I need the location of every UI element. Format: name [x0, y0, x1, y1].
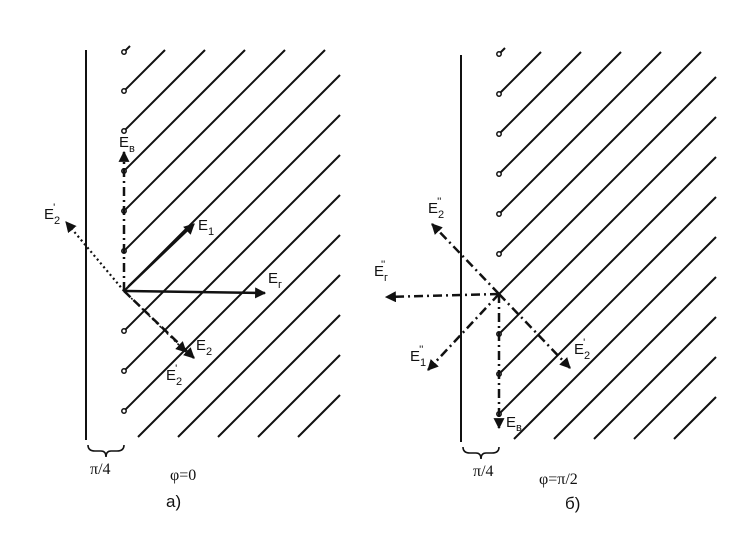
panel-a-caption: а): [166, 492, 181, 511]
panel-b: E2'' Eг'' E1'' E2' Eв π/4 φ=π/2 б): [374, 47, 717, 513]
panel-b-label-e-2-prime: E2': [574, 337, 590, 362]
panel-a-e-1-arrow: [123, 223, 195, 292]
panel-a-label-e-2-prime-upper: E2': [44, 202, 60, 227]
panel-b-label-e-g-dprime: Eг'': [374, 259, 388, 284]
panel-b-e-1-dprime-arrow: [427, 293, 500, 371]
panel-a-label-e-v: Eв: [119, 134, 135, 155]
panel-b-e-2-dprime-arrow: [431, 223, 500, 295]
panel-a-e-2-arrow: [123, 290, 195, 359]
panel-a-offset-brace: [87, 444, 125, 458]
panel-a-e-1-arrow-inner: [127, 229, 187, 287]
panel-b-caption: б): [565, 494, 580, 513]
panel-a-phase-label: φ=0: [170, 467, 196, 484]
panel-b-hatch-dots: [496, 51, 502, 417]
panel-b-label-e-1-dprime: E1'': [410, 344, 426, 369]
panel-a-label-e-1: E1: [198, 217, 214, 238]
panel-a-e-2-prime-upper-arrow: [65, 221, 125, 292]
panel-b-hatching: [498, 47, 717, 440]
panel-b-e-g-dprime-arrow: [384, 291, 500, 303]
panel-a-label-e-2-prime-lower: E2': [166, 363, 182, 388]
panel-b-e-2-prime-arrow: [498, 293, 571, 369]
panel-a: Eв E2' E1 Eг E2 E2' π/4 φ=0 а): [44, 45, 341, 511]
panel-a-label-e-g: Eг: [268, 270, 282, 291]
panel-b-label-e-v: Eв: [506, 414, 522, 434]
panel-b-offset-brace: [462, 446, 500, 460]
panel-a-e-g-arrow: [123, 287, 267, 299]
panel-a-offset-label: π/4: [90, 461, 111, 478]
panel-b-phase-label: φ=π/2: [539, 471, 578, 488]
panel-a-label-e-2: E2: [196, 337, 212, 358]
panel-a-hatching: [123, 45, 341, 438]
panel-b-label-e-2-dprime: E2'': [428, 196, 444, 221]
panel-b-offset-label: π/4: [473, 463, 494, 480]
